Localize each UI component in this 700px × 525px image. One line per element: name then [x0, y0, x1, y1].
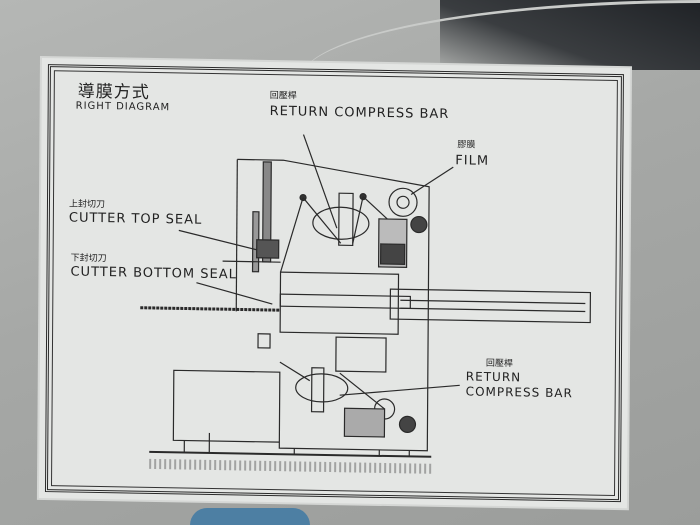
cutter-bottom-chinese: 下封切刀: [70, 253, 107, 265]
top-compress-bar: [338, 192, 354, 247]
title-english: RIGHT DIAGRAM: [75, 100, 171, 114]
machine-body: [172, 158, 430, 452]
diagram-sticker: 導膜方式 RIGHT DIAGRAM 回壓桿 RETURN COMPRESS B…: [38, 58, 630, 509]
cutter-top-chinese: 上封切刀: [68, 199, 106, 211]
ground-line: [149, 450, 432, 458]
bottom-oval: [295, 373, 349, 403]
cutter-bottom-label: CUTTER BOTTOM SEAL: [70, 264, 237, 283]
return-bar-top-label: RETURN COMPRESS BAR: [269, 103, 450, 123]
film-roll: [388, 187, 418, 217]
film-chinese: 膠膜: [457, 140, 476, 151]
bottom-compress-bar: [310, 367, 325, 413]
return-bar-bottom-label-line2: COMPRESS BAR: [465, 384, 573, 401]
top-oval: [312, 206, 370, 240]
leader-cutter-top: [178, 229, 257, 251]
gear: [410, 215, 428, 234]
cutter-top-label: CUTTER TOP SEAL: [68, 210, 203, 228]
return-bar-bottom-label-line1: RETURN: [465, 369, 522, 385]
leader-return-bottom: [339, 384, 460, 396]
leader-return-top: [302, 134, 338, 229]
blue-object: [190, 508, 310, 525]
title-chinese: 導膜方式: [77, 81, 150, 103]
return-bar-top-chinese: 回壓桿: [269, 90, 297, 102]
return-bar-bottom-chinese: 回壓桿: [485, 358, 513, 370]
film-label: FILM: [455, 153, 490, 169]
leader-film: [410, 166, 454, 195]
machine-diagram: [140, 134, 592, 474]
leader-cutter-bottom: [196, 282, 273, 305]
